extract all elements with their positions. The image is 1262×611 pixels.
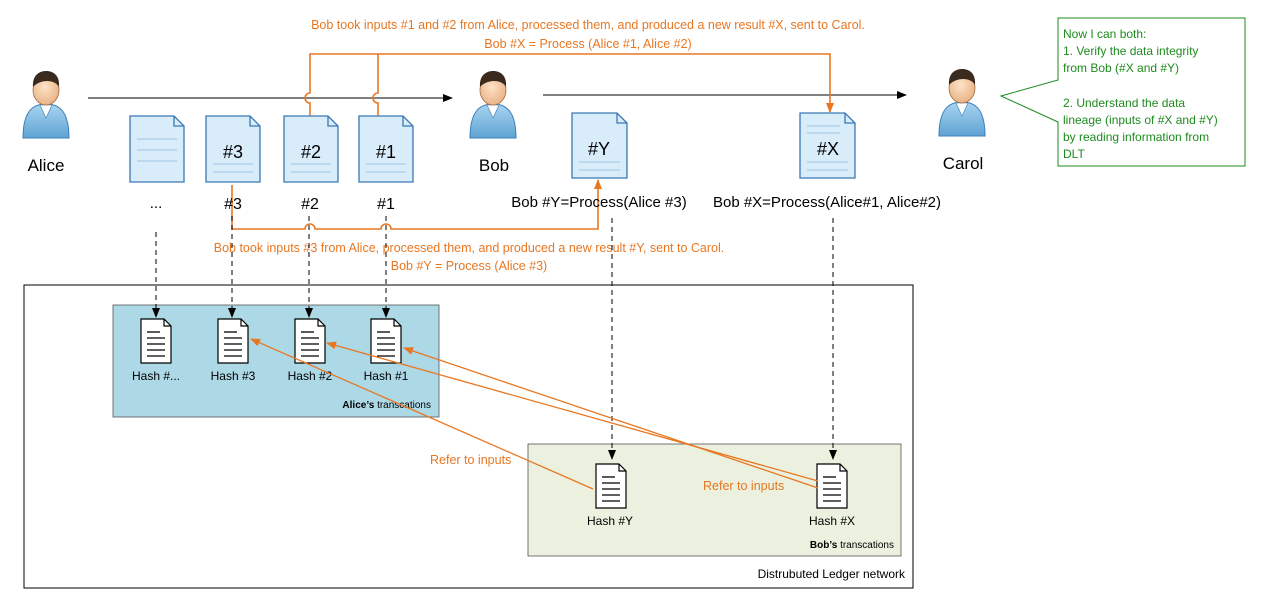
bob-transactions-label: Bob’s transcations — [810, 540, 894, 551]
bob-doc-y-label: Bob #Y=Process(Alice #3) — [511, 194, 687, 211]
callout-line-7: DLT — [1063, 147, 1085, 161]
carol-callout — [999, 17, 1246, 167]
callout-line-2: 1. Verify the data integrity — [1063, 44, 1198, 58]
ledger-network-label: Distrubuted Ledger network — [758, 567, 906, 581]
refer-left-label: Refer to inputs — [430, 453, 511, 467]
alice-doc-2-text: #2 — [301, 142, 321, 162]
bob-doc-x-label: Bob #X=Process(Alice#1, Alice#2) — [713, 194, 941, 211]
callout-line-5: lineage (inputs of #X and #Y) — [1063, 113, 1218, 127]
hash-2-doc-icon — [294, 318, 326, 364]
alice-transactions-label: Alice’s transcations — [342, 400, 431, 411]
mid-note-line1: Bob took inputs #3 from Alice, processed… — [214, 241, 724, 255]
alice-label: Alice — [28, 156, 65, 175]
callout-line-6: by reading information from — [1063, 130, 1209, 144]
alice-doc-more-label: ... — [150, 195, 163, 212]
hash-1-label: Hash #1 — [364, 369, 409, 383]
bob-doc-x-text: #X — [817, 139, 839, 159]
alice-doc-2-label: #2 — [301, 196, 319, 213]
hash-y-doc-icon — [595, 463, 627, 509]
alice-doc-1-text: #1 — [376, 142, 396, 162]
callout-line-4: 2. Understand the data — [1063, 96, 1185, 110]
callout-line-1: Now I can both: — [1063, 27, 1146, 41]
mid-route-connector — [231, 179, 602, 230]
bob-doc-y-text: #Y — [588, 139, 610, 159]
hash-y-label: Hash #Y — [587, 514, 633, 528]
alice-avatar-icon — [22, 70, 70, 139]
bob-doc-y — [571, 112, 628, 179]
alice-doc-1-label: #1 — [377, 196, 395, 213]
hash-x-doc-icon — [816, 463, 848, 509]
top-note-line2: Bob #X = Process (Alice #1, Alice #2) — [484, 37, 691, 51]
alice-doc-3-text: #3 — [223, 142, 243, 162]
mid-note-line2: Bob #Y = Process (Alice #3) — [391, 259, 547, 273]
bob-avatar-icon — [469, 70, 517, 139]
refer-arrows — [250, 338, 819, 490]
ledger-network-box — [23, 284, 914, 589]
alice-doc-3-label: #3 — [224, 196, 242, 213]
carol-callout-text: Now I can both: 1. Verify the data integ… — [1063, 27, 1218, 161]
alice-doc-more — [129, 115, 185, 183]
hash-more-doc-icon — [140, 318, 172, 364]
alice-doc-3 — [205, 115, 261, 183]
hash-x-label: Hash #X — [809, 514, 855, 528]
carol-label: Carol — [943, 154, 984, 173]
alice-doc-2 — [283, 115, 339, 183]
hash-2-label: Hash #2 — [288, 369, 333, 383]
bob-doc-x — [799, 112, 856, 179]
hash-more-label: Hash #... — [132, 369, 180, 383]
bob-label: Bob — [479, 156, 509, 175]
callout-line-3: from Bob (#X and #Y) — [1063, 61, 1179, 75]
top-route-connector — [304, 53, 834, 118]
hash-3-doc-icon — [217, 318, 249, 364]
top-note-line1: Bob took inputs #1 and #2 from Alice, pr… — [311, 18, 865, 32]
alice-doc-1 — [358, 115, 414, 183]
refer-right-label: Refer to inputs — [703, 479, 784, 493]
hash-3-label: Hash #3 — [211, 369, 256, 383]
carol-avatar-icon — [938, 68, 986, 137]
